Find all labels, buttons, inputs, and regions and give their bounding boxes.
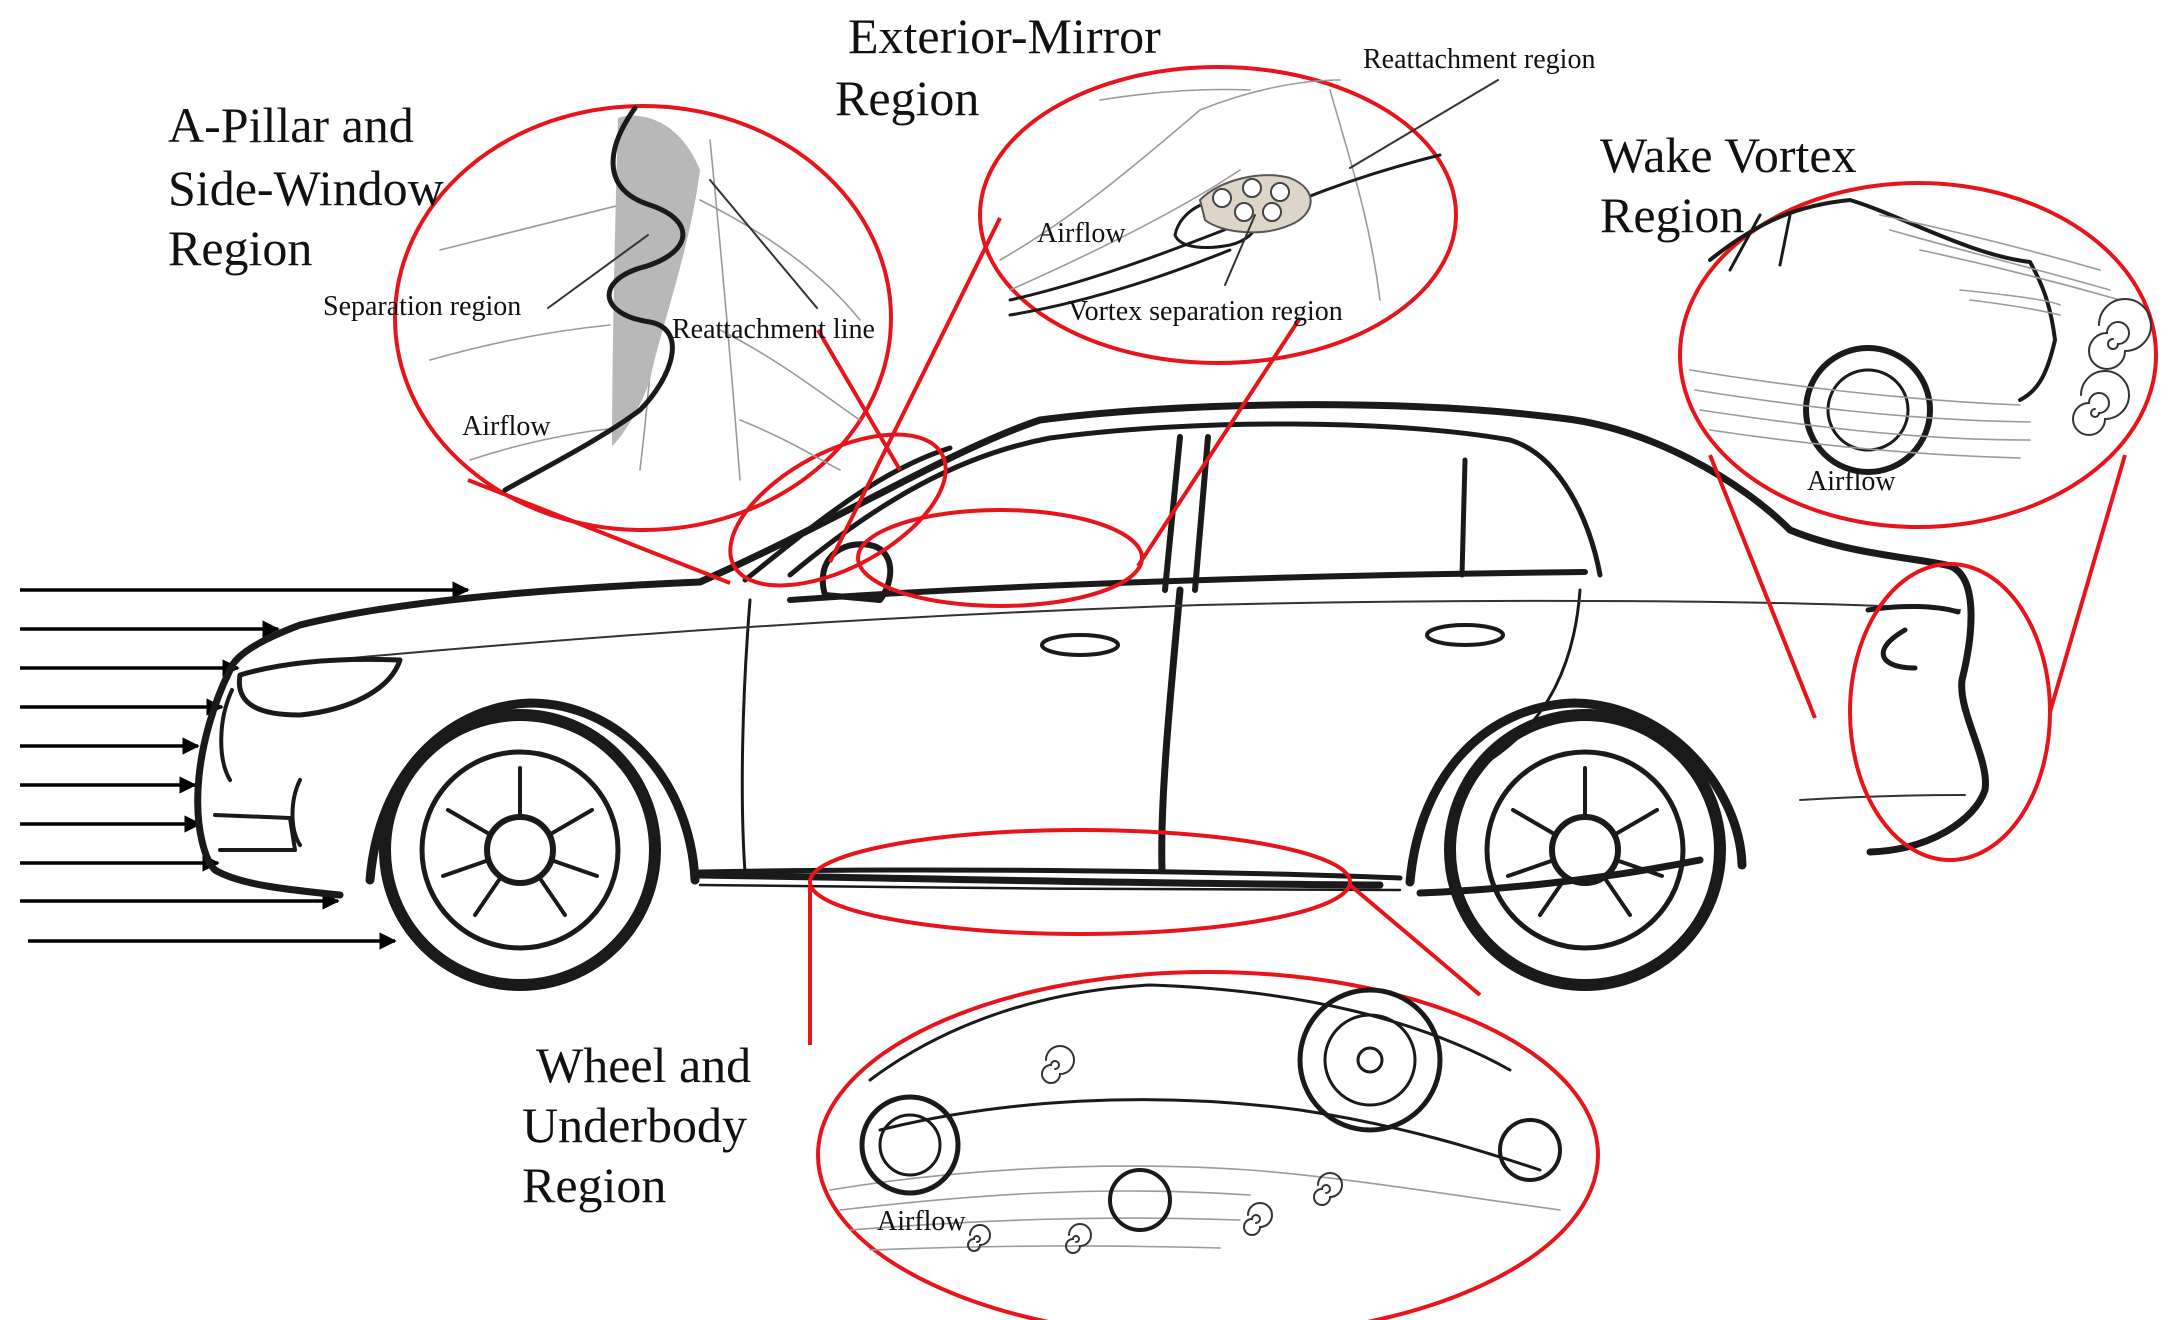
mirror-callout: Reattachment region Airflow Vortex separ… bbox=[978, 44, 1595, 365]
mirror-zoom-circle bbox=[978, 65, 1458, 365]
mirror-sketch bbox=[999, 79, 1499, 317]
underbody-title: Wheel and Underbody Region bbox=[522, 1037, 764, 1213]
underbody-marker bbox=[808, 828, 1352, 936]
reattachment-region-label: Reattachment region bbox=[1363, 44, 1595, 75]
underbody-callout: Airflow bbox=[816, 970, 1600, 1320]
mirror-airflow-label: Airflow bbox=[1037, 218, 1126, 249]
mirror-marker bbox=[856, 508, 1144, 608]
a-pillar-sketch bbox=[429, 105, 861, 493]
underbody-airflow-label: Airflow bbox=[877, 1206, 966, 1237]
vortex-separation-label: Vortex separation region bbox=[1068, 296, 1343, 327]
wake-callout: Airflow bbox=[1678, 181, 2158, 529]
a-pillar-airflow-label: Airflow bbox=[462, 411, 551, 442]
highlight-markers bbox=[728, 432, 2052, 936]
separation-region-label: Separation region bbox=[323, 291, 521, 322]
a-pillar-marker bbox=[728, 432, 948, 588]
wake-sketch bbox=[1689, 198, 2152, 475]
a-pillar-callout: Separation region Reattachment line Airf… bbox=[323, 104, 893, 532]
mirror-title: Exterior-Mirror Region bbox=[835, 8, 1173, 126]
region-titles: A-Pillar and Side-Window Region Exterior… bbox=[168, 8, 1869, 1213]
underbody-sketch bbox=[829, 983, 1562, 1254]
separation-zone-shading bbox=[612, 115, 700, 447]
underbody-zoom-circle bbox=[816, 970, 1600, 1320]
incoming-airflow-arrows bbox=[20, 581, 470, 950]
car-side-view bbox=[194, 401, 1989, 991]
a-pillar-zoom-circle bbox=[393, 104, 893, 532]
wake-title: Wake Vortex Region bbox=[1600, 127, 1869, 243]
wake-airflow-label: Airflow bbox=[1807, 466, 1896, 497]
a-pillar-title: A-Pillar and Side-Window Region bbox=[168, 97, 456, 276]
wake-zoom-circle bbox=[1678, 181, 2158, 529]
reattachment-line-label: Reattachment line bbox=[672, 314, 875, 345]
